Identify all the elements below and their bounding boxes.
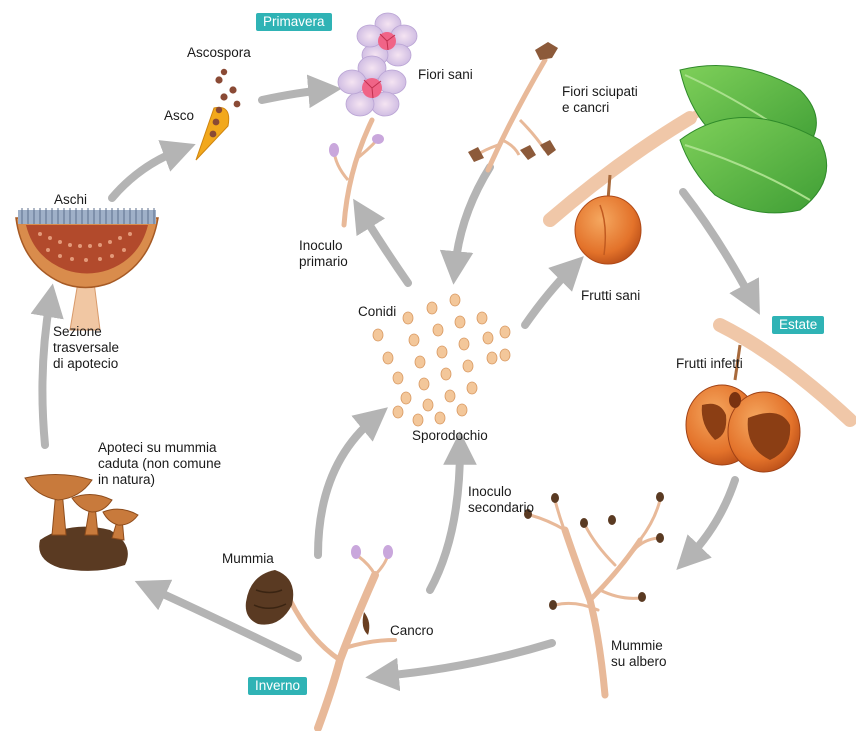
arrow-sporodochium-to-flowers — [362, 213, 408, 283]
label-fiori-sani: Fiori sani — [418, 67, 473, 83]
label-sezione-line1: Sezione — [53, 324, 119, 340]
ascospores — [215, 69, 240, 108]
label-fiori-sciupati-line1: Fiori sciupati — [562, 84, 638, 100]
label-cancro: Cancro — [390, 623, 434, 639]
ascus-illustration — [196, 69, 240, 160]
fallen-mummy-apothecia-illustration — [25, 474, 138, 570]
label-inoculo-secondario: Inoculo secondario — [468, 484, 534, 516]
season-badge-spring: Primavera — [256, 13, 332, 31]
arrow-infected-to-mummies — [688, 480, 735, 558]
label-mummie-su-albero: Mummie su albero — [611, 638, 667, 670]
arrow-apothecia-to-section — [42, 300, 50, 445]
blighted-flowers-illustration — [468, 42, 558, 170]
label-inoculo-secondario-line1: Inoculo — [468, 484, 534, 500]
label-apoteci-line3: in natura) — [98, 472, 221, 488]
arrow-leaves-to-summer — [683, 192, 752, 300]
label-fiori-sciupati-line2: e cancri — [562, 100, 638, 116]
label-sporodochio: Sporodochio — [412, 428, 488, 444]
tree-mummies — [524, 492, 664, 610]
label-mummie-line2: su albero — [611, 654, 667, 670]
apothecium-section-illustration — [16, 208, 158, 330]
label-ascospora: Ascospora — [187, 45, 251, 61]
label-apoteci-su-mummia: Apoteci su mummia caduta (non comune in … — [98, 440, 221, 488]
arrow-sporodochium-to-fruit — [525, 268, 572, 325]
label-conidi: Conidi — [358, 304, 396, 320]
season-badge-summer: Estate — [772, 316, 824, 334]
arrow-mummies-to-winter — [382, 643, 552, 676]
healthy-flowers-illustration — [329, 13, 417, 225]
infected-fruit-illustration — [686, 325, 850, 472]
label-apoteci-line2: caduta (non comune — [98, 456, 221, 472]
label-aschi: Aschi — [54, 192, 87, 208]
label-sezione-trasversale: Sezione trasversale di apotecio — [53, 324, 119, 372]
arrow-canker-to-sporodochium — [430, 448, 460, 590]
label-inoculo-primario: Inoculo primario — [299, 238, 348, 270]
arrow-mummy-to-sporodochium — [318, 418, 375, 555]
winter-branch-illustration — [246, 545, 395, 728]
label-asco: Asco — [164, 108, 194, 124]
label-frutti-sani: Frutti sani — [581, 288, 640, 304]
arrow-blight-to-sporodochium — [455, 167, 490, 268]
arrow-ascospore-to-flowers — [262, 90, 325, 100]
label-mummia: Mummia — [222, 551, 274, 567]
label-inoculo-primario-line1: Inoculo — [299, 238, 348, 254]
label-frutti-infetti: Frutti infetti — [676, 356, 743, 372]
label-mummie-line1: Mummie — [611, 638, 667, 654]
label-sezione-line3: di apotecio — [53, 356, 119, 372]
arrow-section-to-asco — [112, 150, 180, 198]
label-apoteci-line1: Apoteci su mummia — [98, 440, 221, 456]
season-badge-winter: Inverno — [248, 677, 307, 695]
label-sezione-line2: trasversale — [53, 340, 119, 356]
label-fiori-sciupati: Fiori sciupati e cancri — [562, 84, 638, 116]
label-inoculo-secondario-line2: secondario — [468, 500, 534, 516]
label-inoculo-primario-line2: primario — [299, 254, 348, 270]
